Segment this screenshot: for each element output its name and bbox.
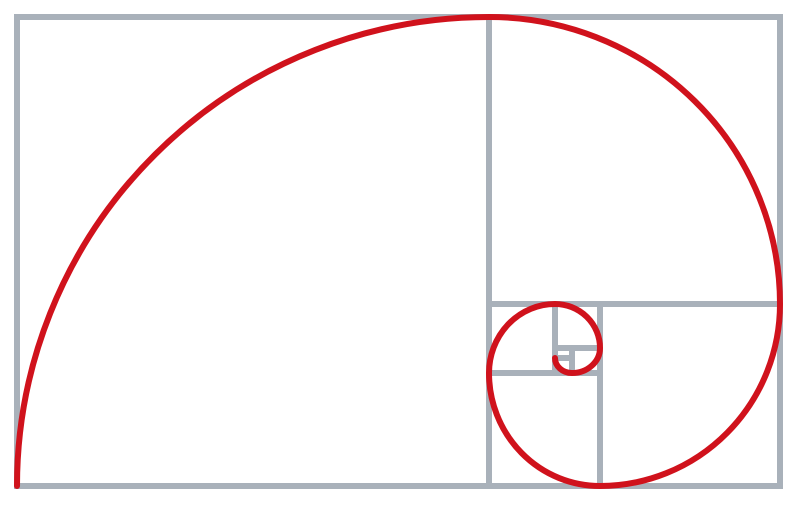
fibonacci-grid xyxy=(14,14,783,489)
outer-rectangle xyxy=(14,14,783,489)
golden-spiral-curve xyxy=(14,14,783,489)
